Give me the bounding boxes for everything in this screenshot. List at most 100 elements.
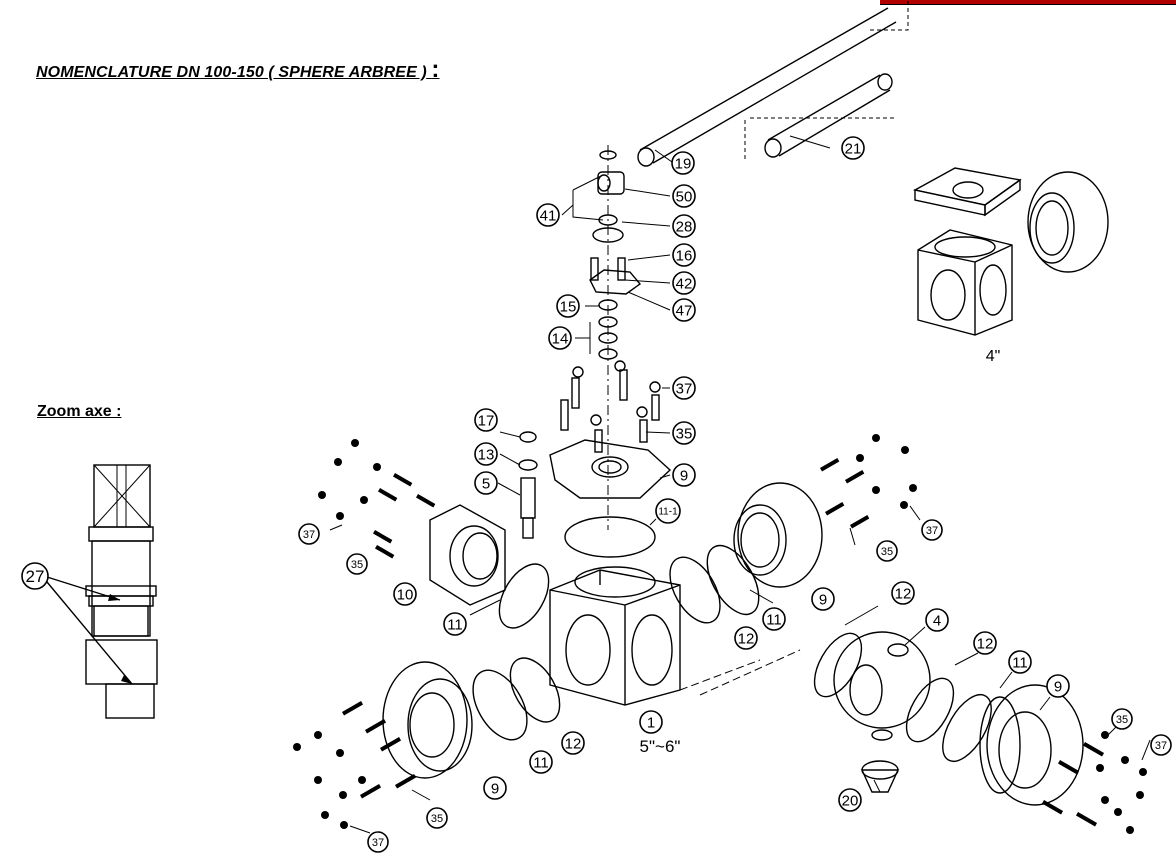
handle-19-drawing xyxy=(637,0,909,167)
svg-text:27: 27 xyxy=(26,567,45,586)
right-upper-flange-drawing xyxy=(733,482,823,588)
callout-5: 5 xyxy=(474,471,498,495)
svg-text:35: 35 xyxy=(351,559,363,571)
svg-text:37: 37 xyxy=(303,529,315,541)
callout-9: 9 xyxy=(483,776,507,800)
callout-4: 4 xyxy=(925,608,949,632)
bolts-lower-right xyxy=(1042,731,1147,834)
callout-47: 47 xyxy=(672,298,696,322)
page-title: NOMENCLATURE DN 100-150 ( SPHERE ARBREE … xyxy=(36,56,439,84)
svg-text:11: 11 xyxy=(1012,655,1028,672)
svg-text:14: 14 xyxy=(552,331,569,348)
seat-20-drawing xyxy=(860,760,900,793)
callout-37: 37 xyxy=(921,519,943,541)
svg-text:11-1: 11-1 xyxy=(658,507,678,518)
svg-text:5: 5 xyxy=(482,476,490,493)
variant-4in-drawing xyxy=(913,167,1109,336)
callout-15: 15 xyxy=(556,294,580,318)
callout-9: 9 xyxy=(811,587,835,611)
top-plate-drawing xyxy=(549,439,672,499)
svg-text:12: 12 xyxy=(895,586,912,603)
callout-12: 12 xyxy=(734,626,758,650)
svg-text:9: 9 xyxy=(680,468,688,485)
dash-connector xyxy=(679,659,761,691)
callout-12: 12 xyxy=(973,631,997,655)
svg-text:12: 12 xyxy=(565,736,582,753)
callout-28: 28 xyxy=(672,214,696,238)
bolts-lower-left xyxy=(293,701,417,829)
callout-19: 19 xyxy=(671,151,695,175)
stem-5-drawing xyxy=(518,431,538,539)
oring-11-left-drawing xyxy=(498,563,550,629)
callout-12: 12 xyxy=(891,581,915,605)
callout-16: 16 xyxy=(672,243,696,267)
svg-text:1: 1 xyxy=(647,715,655,732)
left-flange-drawing xyxy=(429,504,506,606)
oring-11-upper-drawing xyxy=(706,544,760,616)
callout-13: 13 xyxy=(474,442,498,466)
svg-text:13: 13 xyxy=(478,447,495,464)
callout-11: 11 xyxy=(1008,650,1032,674)
callout-9: 9 xyxy=(1046,674,1070,698)
callout-1: 1 xyxy=(639,710,663,734)
top-studs-drawing xyxy=(560,360,661,453)
callout-11-1: 11-1 xyxy=(655,498,681,524)
callout-37: 37 xyxy=(367,831,389,853)
svg-text:12: 12 xyxy=(977,636,994,653)
svg-text:37: 37 xyxy=(926,525,938,537)
callout-37: 37 xyxy=(672,376,696,400)
callout-37: 37 xyxy=(298,523,320,545)
oring-12-upper-drawing xyxy=(669,556,721,624)
svg-text:50: 50 xyxy=(676,189,693,206)
callout-37: 37 xyxy=(1150,734,1172,756)
svg-text:20: 20 xyxy=(842,793,859,810)
callout-21: 21 xyxy=(841,136,865,160)
oring-11-1-drawing xyxy=(564,516,656,558)
callout-35: 35 xyxy=(672,421,696,445)
bolts-upper-right xyxy=(820,434,917,529)
svg-text:35: 35 xyxy=(431,813,443,825)
callouts: 19 21 4 1 50 28 16 42 15 47 14 37 17 35 1… xyxy=(21,135,1172,853)
variant-5-6in-label: 5"~6" xyxy=(640,737,681,756)
svg-text:4: 4 xyxy=(933,613,941,630)
ball-drawing xyxy=(813,631,992,762)
svg-text:28: 28 xyxy=(676,219,693,236)
svg-text:37: 37 xyxy=(676,381,693,398)
callout-11: 11 xyxy=(762,607,786,631)
callout-10: 10 xyxy=(393,582,417,606)
svg-text:37: 37 xyxy=(1155,740,1167,752)
callout-12: 12 xyxy=(561,731,585,755)
callout-20: 20 xyxy=(838,788,862,812)
svg-text:42: 42 xyxy=(676,276,693,293)
callout-27: 27 xyxy=(21,562,49,590)
svg-text:35: 35 xyxy=(676,426,693,443)
header-accent-bar xyxy=(880,0,1176,5)
svg-text:9: 9 xyxy=(1054,679,1062,696)
callout-35: 35 xyxy=(346,553,368,575)
svg-text:10: 10 xyxy=(397,587,414,604)
variant-4in-label: 4" xyxy=(986,348,1001,365)
callout-35: 35 xyxy=(876,540,898,562)
svg-text:19: 19 xyxy=(675,156,692,173)
dash-connector xyxy=(699,649,801,696)
page-title-text: NOMENCLATURE DN 100-150 ( SPHERE ARBREE … xyxy=(36,64,427,81)
callout-17: 17 xyxy=(474,408,498,432)
bolts-upper-left xyxy=(318,439,436,559)
callout-9: 9 xyxy=(672,463,696,487)
svg-text:9: 9 xyxy=(819,592,827,609)
callout-14: 14 xyxy=(548,326,572,350)
oring-12-lower-left-drawing xyxy=(509,657,561,723)
valve-body-drawing xyxy=(549,566,681,706)
callout-35: 35 xyxy=(1111,708,1133,730)
callout-50: 50 xyxy=(672,184,696,208)
svg-text:12: 12 xyxy=(738,631,755,648)
svg-text:35: 35 xyxy=(881,546,893,558)
svg-text:9: 9 xyxy=(491,781,499,798)
callout-35: 35 xyxy=(426,807,448,829)
svg-text:11: 11 xyxy=(533,755,549,772)
svg-text:16: 16 xyxy=(676,248,693,265)
callout-11: 11 xyxy=(443,612,467,636)
lower-left-flange-drawing xyxy=(382,661,473,779)
stem-stack-drawing xyxy=(572,150,642,360)
svg-text:11: 11 xyxy=(766,612,782,629)
